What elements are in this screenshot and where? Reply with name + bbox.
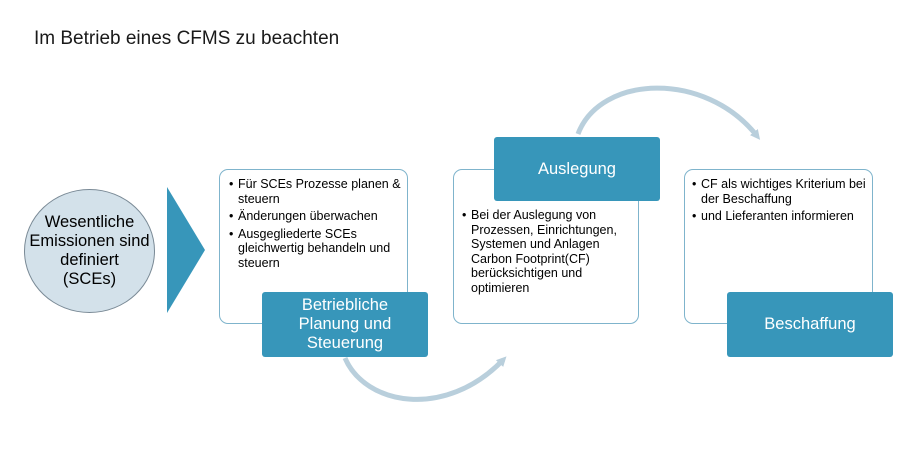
bullet-item: und Lieferanten informieren [692, 209, 868, 224]
bullet-list: CF als wichtiges Kriterium bei der Besch… [692, 177, 868, 224]
start-circle: Wesentliche Emissionen sind definiert (S… [24, 189, 155, 313]
bullet-item: Bei der Auslegung von Prozessen, Einrich… [462, 208, 634, 295]
bullet-item: Ausgegliederte SCEs gleichwertig behande… [229, 227, 403, 271]
curved-arrow-upper [575, 85, 761, 140]
bullet-item: Änderungen überwachen [229, 209, 403, 224]
chevron-arrow-shape [167, 187, 205, 313]
bullet-item: CF als wichtiges Kriterium bei der Besch… [692, 177, 868, 206]
step-panel-planung: Für SCEs Prozesse planen & steuern Änder… [219, 169, 408, 324]
page-title: Im Betrieb eines CFMS zu beachten [34, 28, 340, 49]
curved-arrow-lower [342, 356, 507, 402]
bullet-list: Bei der Auslegung von Prozessen, Einrich… [462, 208, 634, 295]
step-label-planung: Betriebliche Planung und Steuerung [262, 292, 428, 357]
start-label: Wesentliche Emissionen sind definiert (S… [29, 213, 150, 288]
step-label-beschaffung: Beschaffung [727, 292, 893, 357]
bullet-list: Für SCEs Prozesse planen & steuern Änder… [229, 177, 403, 270]
bullet-item: Für SCEs Prozesse planen & steuern [229, 177, 403, 206]
step-label-auslegung: Auslegung [494, 137, 660, 201]
